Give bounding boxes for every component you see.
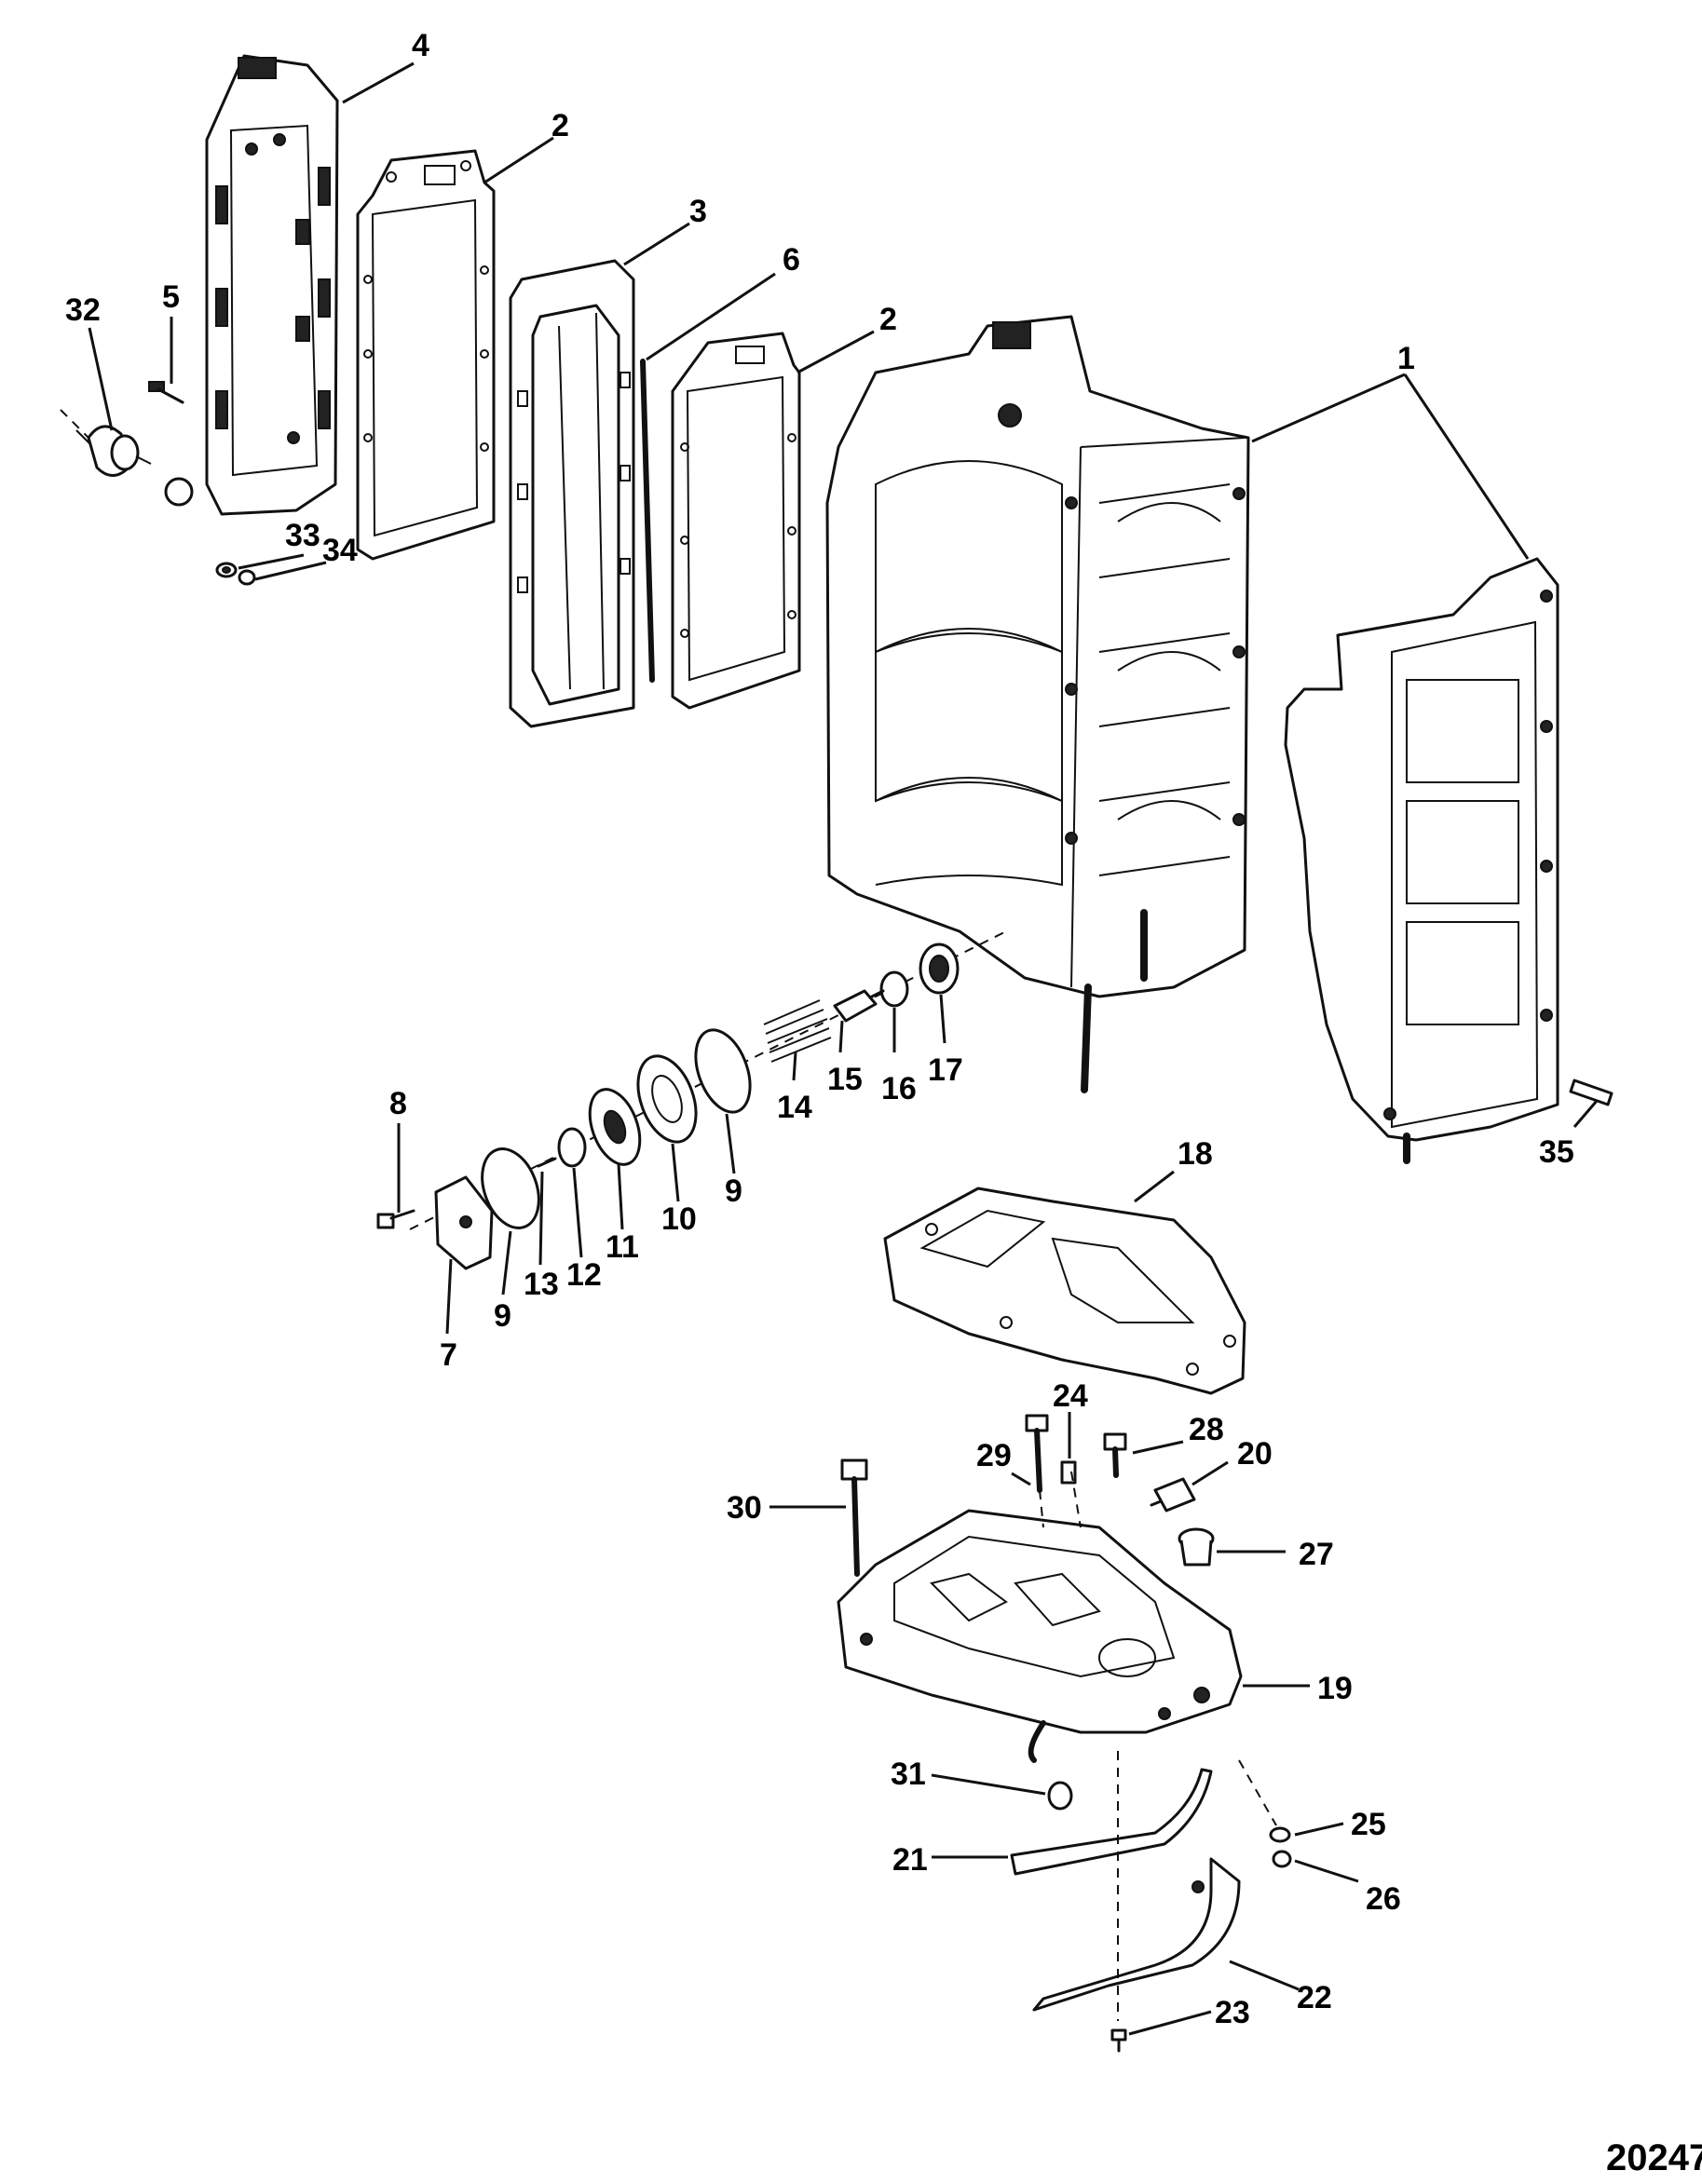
part-2-gasket-left bbox=[356, 149, 496, 561]
callout-3: 3 bbox=[689, 194, 707, 229]
callout-20: 20 bbox=[1237, 1436, 1273, 1472]
callout-15: 15 bbox=[827, 1062, 863, 1097]
part-16-nut bbox=[879, 970, 909, 1008]
callout-17: 17 bbox=[928, 1052, 963, 1088]
part-35-dowel-pin bbox=[1569, 1078, 1613, 1106]
part-9-gasket-left bbox=[481, 1147, 540, 1229]
callout-labels: 4 2 3 6 2 1 5 32 33 34 17 16 15 14 9 10 … bbox=[65, 28, 1574, 2030]
part-26-nut bbox=[1272, 1850, 1292, 1868]
callout-27: 27 bbox=[1299, 1537, 1334, 1572]
reference-number: 20247 bbox=[1606, 2137, 1702, 2178]
part-27-bushing bbox=[1178, 1527, 1215, 1567]
callout-32: 32 bbox=[65, 292, 101, 328]
part-1-crankcase-cover bbox=[1284, 557, 1559, 1164]
callout-1: 1 bbox=[1397, 341, 1415, 376]
part-2-gasket-right bbox=[671, 332, 801, 710]
part-10-housing bbox=[636, 1054, 698, 1144]
part-23-screw bbox=[1110, 2028, 1127, 2053]
callout-9-left: 9 bbox=[494, 1298, 511, 1334]
part-15-valve bbox=[833, 989, 885, 1023]
callout-25: 25 bbox=[1351, 1807, 1386, 1842]
callout-18: 18 bbox=[1178, 1136, 1213, 1172]
part-7-cover bbox=[434, 1175, 494, 1270]
callout-21: 21 bbox=[892, 1842, 928, 1878]
part-9-gasket-right bbox=[694, 1028, 752, 1114]
callout-23: 23 bbox=[1215, 1995, 1250, 2030]
part-6-seal-strip bbox=[640, 359, 655, 683]
callout-22: 22 bbox=[1297, 1980, 1332, 2015]
leader-lines bbox=[88, 61, 1599, 2036]
part-17-seal bbox=[919, 943, 960, 995]
part-14-spring bbox=[763, 999, 832, 1063]
callout-26: 26 bbox=[1366, 1881, 1401, 1917]
part-22-baffle bbox=[1032, 1857, 1241, 2012]
part-30-bolt bbox=[840, 1458, 868, 1577]
part-32-rubber-mount bbox=[60, 409, 152, 477]
callout-12: 12 bbox=[566, 1257, 602, 1293]
callout-7: 7 bbox=[440, 1337, 457, 1373]
part-1-cylinder-block bbox=[825, 315, 1250, 1093]
part-11-diaphragm bbox=[588, 1088, 642, 1166]
part-25-washer bbox=[1269, 1826, 1291, 1843]
callout-30: 30 bbox=[727, 1490, 762, 1526]
part-29-bolt bbox=[1025, 1414, 1049, 1493]
part-20-fitting bbox=[1150, 1477, 1196, 1513]
callout-9-right: 9 bbox=[725, 1173, 742, 1209]
callout-4: 4 bbox=[412, 28, 429, 63]
part-13-screw bbox=[537, 1157, 557, 1168]
callout-16: 16 bbox=[881, 1071, 917, 1106]
callout-35: 35 bbox=[1539, 1134, 1574, 1170]
callout-11: 11 bbox=[606, 1229, 639, 1265]
part-8-screw bbox=[376, 1209, 415, 1229]
part-31-plug bbox=[1047, 1781, 1073, 1811]
callout-33: 33 bbox=[285, 518, 320, 553]
part-33-34-washer-nut bbox=[215, 562, 256, 586]
part-5-screw bbox=[148, 381, 184, 404]
part-3-divider-plate bbox=[509, 259, 635, 728]
part-19-adapter-plate bbox=[837, 1509, 1243, 1763]
callout-19: 19 bbox=[1317, 1671, 1353, 1706]
callout-2-right: 2 bbox=[879, 302, 897, 337]
callout-29: 29 bbox=[976, 1438, 1012, 1473]
part-12-disc bbox=[557, 1127, 587, 1168]
part-28-bolt bbox=[1103, 1432, 1127, 1478]
callout-2-left: 2 bbox=[551, 108, 569, 143]
part-4-cover-plate bbox=[164, 54, 339, 516]
callout-28: 28 bbox=[1189, 1412, 1224, 1447]
callout-13: 13 bbox=[524, 1267, 559, 1302]
callout-31: 31 bbox=[891, 1757, 926, 1792]
callout-10: 10 bbox=[661, 1201, 697, 1237]
callout-24: 24 bbox=[1053, 1378, 1088, 1414]
callout-5: 5 bbox=[162, 279, 180, 315]
callout-8: 8 bbox=[389, 1086, 407, 1121]
callout-34: 34 bbox=[322, 533, 358, 568]
callout-6: 6 bbox=[783, 242, 800, 278]
callout-14: 14 bbox=[777, 1090, 812, 1125]
part-21-tube bbox=[1010, 1768, 1213, 1876]
assembly-guides bbox=[1039, 1471, 1277, 2021]
part-18-adapter-gasket bbox=[883, 1187, 1246, 1395]
